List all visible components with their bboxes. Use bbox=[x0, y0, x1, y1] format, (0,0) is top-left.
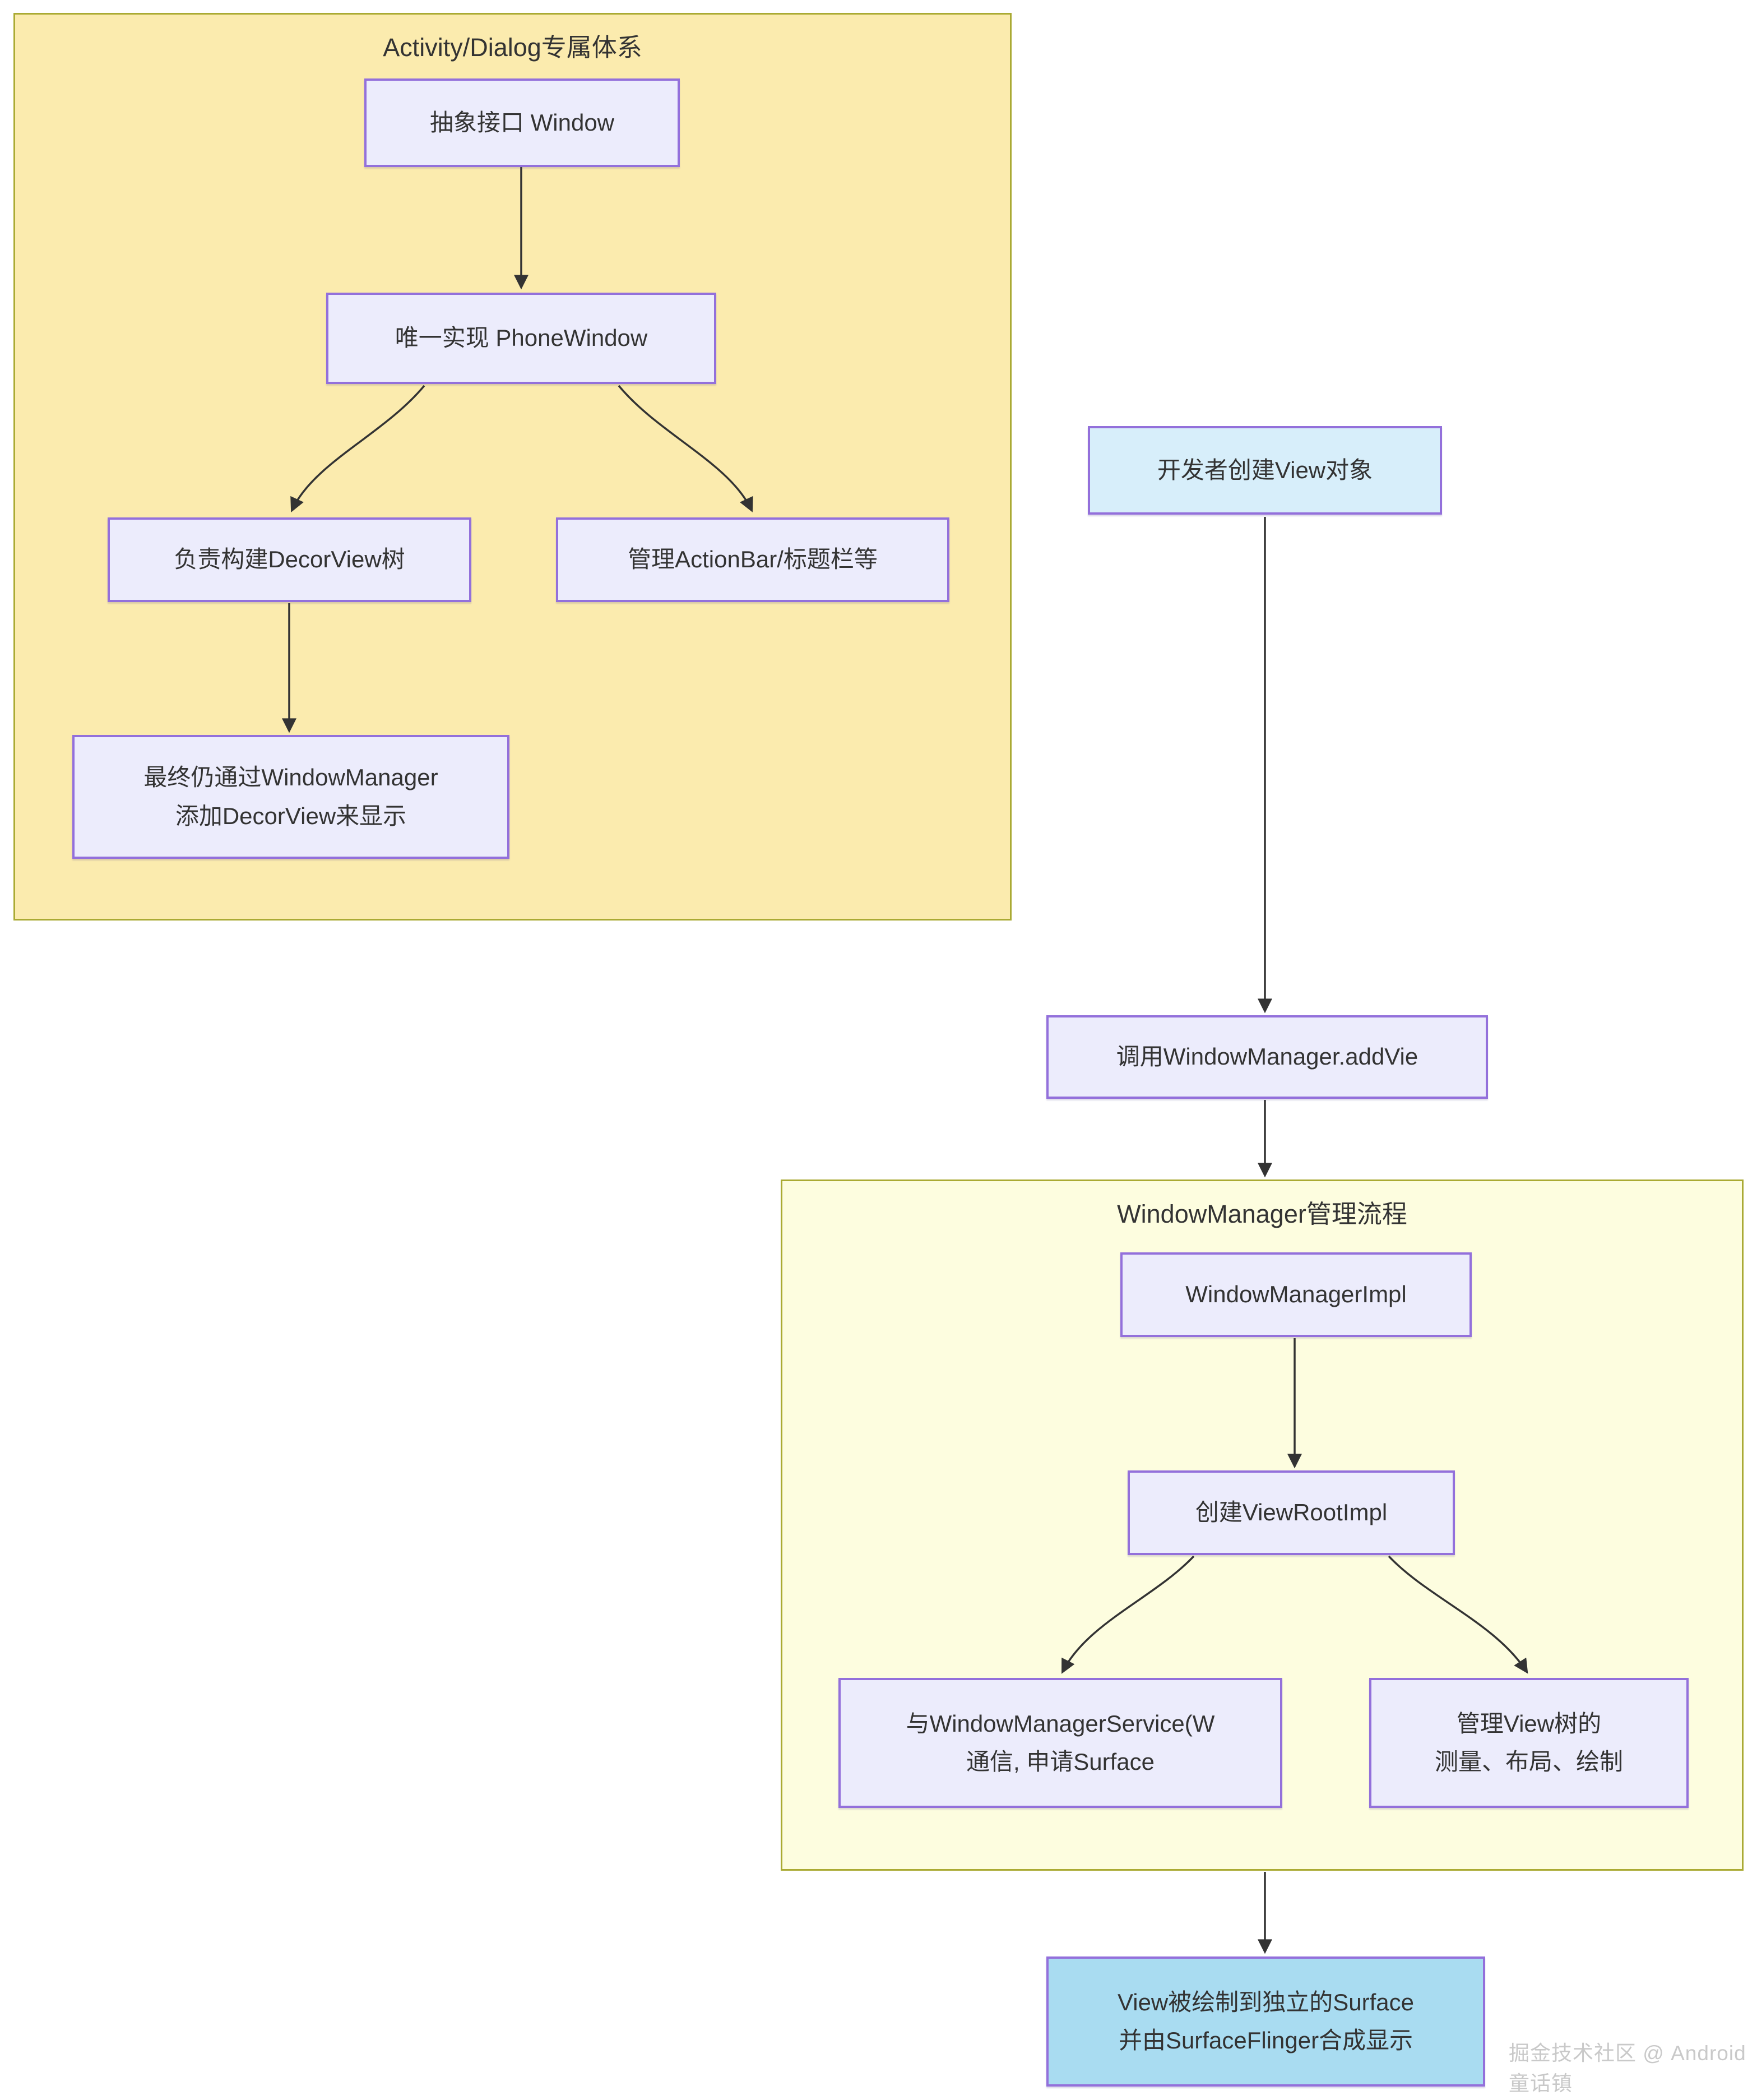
node-actionbar-label: 管理ActionBar/标题栏等 bbox=[628, 546, 878, 573]
node-phonewindow-label: 唯一实现 PhoneWindow bbox=[395, 325, 648, 351]
node-wmimpl: WindowManagerImpl bbox=[1120, 1252, 1472, 1337]
node-actionbar: 管理ActionBar/标题栏等 bbox=[556, 517, 949, 602]
node-phonewindow: 唯一实现 PhoneWindow bbox=[326, 293, 716, 384]
node-create-view: 开发者创建View对象 bbox=[1088, 426, 1442, 515]
node-surface-label: View被绘制到独立的Surface 并由SurfaceFlinger合成显示 bbox=[1117, 1988, 1415, 2053]
node-viewrootimpl-label: 创建ViewRootImpl bbox=[1195, 1499, 1388, 1526]
node-decorview: 负责构建DecorView树 bbox=[108, 517, 471, 602]
node-wmimpl-label: WindowManagerImpl bbox=[1185, 1281, 1407, 1308]
group-activity-dialog-title: Activity/Dialog专属体系 bbox=[383, 33, 642, 62]
node-wms: 与WindowManagerService(W 通信, 申请Surface bbox=[838, 1678, 1282, 1808]
edge-phonewindow-to-actionbar bbox=[618, 385, 753, 512]
node-window: 抽象接口 Window bbox=[364, 78, 680, 167]
watermark: 掘金技术社区 @ Android童话镇 bbox=[1509, 2042, 1746, 2095]
node-decorview-label: 负责构建DecorView树 bbox=[174, 546, 405, 573]
edge-phonewindow-to-decorview bbox=[290, 385, 425, 512]
node-wm-display: 最终仍通过WindowManager 添加DecorView来显示 bbox=[72, 735, 509, 859]
edge-viewrootimpl-to-viewtree bbox=[1388, 1555, 1528, 1674]
node-surface: View被绘制到独立的Surface 并由SurfaceFlinger合成显示 bbox=[1046, 1956, 1485, 2087]
node-addview: 调用WindowManager.addVie bbox=[1046, 1015, 1488, 1099]
node-viewtree: 管理View树的 测量、布局、绘制 bbox=[1369, 1678, 1689, 1808]
node-viewrootimpl: 创建ViewRootImpl bbox=[1128, 1470, 1455, 1555]
group-windowmanager-flow-title: WindowManager管理流程 bbox=[1117, 1200, 1407, 1228]
node-wms-label: 与WindowManagerService(W 通信, 申请Surface bbox=[906, 1710, 1215, 1775]
node-create-view-label: 开发者创建View对象 bbox=[1157, 456, 1373, 483]
edge-viewrootimpl-to-wms bbox=[1061, 1555, 1195, 1674]
node-viewtree-label: 管理View树的 测量、布局、绘制 bbox=[1434, 1710, 1623, 1775]
node-addview-label: 调用WindowManager.addVie bbox=[1116, 1043, 1418, 1070]
node-window-label: 抽象接口 Window bbox=[429, 109, 615, 136]
node-wm-display-label: 最终仍通过WindowManager 添加DecorView来显示 bbox=[143, 764, 438, 829]
